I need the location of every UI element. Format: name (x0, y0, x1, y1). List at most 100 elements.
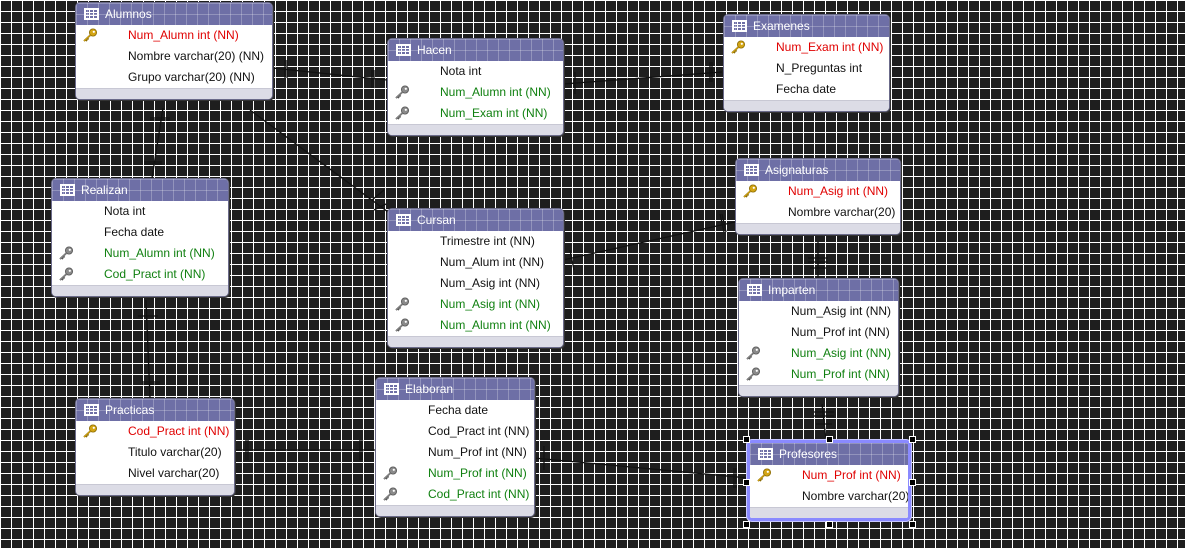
column-label: Cod_Pract int (NN) (104, 267, 206, 281)
column-row[interactable]: Titulo varchar(20) (76, 442, 234, 463)
column-row[interactable]: Num_Asig int (NN) (739, 343, 898, 364)
table-icon (758, 448, 773, 460)
column-row[interactable]: Num_Asig int (NN) (739, 301, 898, 322)
column-row[interactable]: Cod_Pract int (NN) (376, 484, 534, 505)
column-row[interactable]: Nombre varchar(20) (736, 202, 900, 223)
column-list: Num_Prof int (NN) Nombre varchar(20) (750, 465, 908, 507)
column-row[interactable]: Num_Alumn int (NN) (52, 243, 228, 264)
table-icon (747, 284, 762, 296)
entity-footer (750, 507, 908, 518)
column-row[interactable]: Num_Prof int (NN) (376, 463, 534, 484)
column-row[interactable]: Num_Alumn int (NN) (76, 25, 272, 46)
column-row[interactable]: N_Preguntas int (724, 58, 889, 79)
column-row[interactable]: Cod_Pract int (NN) (76, 421, 234, 442)
column-label: Num_Asig int (NN) (440, 276, 541, 290)
column-label: Num_Alumn int (NN) (128, 28, 239, 42)
entity-imparten[interactable]: Imparten Num_Asig int (NN)Num_Prof int (… (738, 278, 899, 397)
column-row[interactable]: Nivel varchar(20) (76, 463, 234, 484)
resize-handle-ne[interactable] (909, 436, 916, 443)
column-row[interactable]: Num_Prof int (NN) (739, 322, 898, 343)
entity-examenes[interactable]: Examenes Num_Exam int (NN) N_Preguntas in… (723, 14, 890, 112)
gray-key-icon (394, 297, 410, 311)
table-icon (84, 404, 99, 416)
entity-header[interactable]: Asignaturas (736, 159, 900, 181)
column-row[interactable]: Num_Asig int (NN) (736, 181, 900, 202)
gray-key-icon (394, 106, 410, 120)
column-row[interactable]: Num_Asig int (NN) (388, 273, 563, 294)
gold-key-icon (82, 424, 98, 438)
entity-asignaturas[interactable]: Asignaturas Num_Asig int (NN) Nombre varc… (735, 158, 901, 235)
column-row[interactable]: Num_Exam int (NN) (388, 103, 563, 124)
column-row[interactable]: Nombre varchar(20) (NN) (76, 46, 272, 67)
column-row[interactable]: Num_Prof int (NN) (750, 465, 908, 486)
entity-footer (736, 223, 900, 234)
column-label: N_Preguntas int (776, 61, 863, 75)
column-row[interactable]: Num_Prof int (NN) (376, 442, 534, 463)
column-row[interactable]: Nota int (52, 201, 228, 222)
column-row[interactable]: Num_Alumn int (NN) (388, 82, 563, 103)
column-row[interactable]: Trimestre int (NN) (388, 231, 563, 252)
gold-key-icon (82, 28, 98, 42)
column-row[interactable]: Cod_Pract int (NN) (376, 421, 534, 442)
resize-handle-sw[interactable] (743, 521, 750, 528)
column-row[interactable]: Cod_Pract int (NN) (52, 264, 228, 285)
column-row[interactable]: Num_Exam int (NN) (724, 37, 889, 58)
column-label: Num_Asig int (NN) (440, 297, 541, 311)
entity-footer (76, 484, 234, 495)
gray-key-icon (394, 85, 410, 99)
entity-profesores[interactable]: Profesores Num_Prof int (NN) Nombre varch… (747, 440, 911, 521)
entity-alumnos[interactable]: Alumnos Num_Alumn int (NN) Nombre varchar… (75, 2, 273, 100)
entity-header[interactable]: Cursan (388, 209, 563, 231)
resize-handle-se[interactable] (909, 521, 916, 528)
column-row[interactable]: Num_Alumn int (NN) (388, 315, 563, 336)
entity-header[interactable]: Alumnos (76, 3, 272, 25)
entity-footer (724, 100, 889, 111)
column-row[interactable]: Fecha date (376, 400, 534, 421)
column-label: Num_Asig int (NN) (791, 304, 892, 318)
column-row[interactable]: Nota int (388, 61, 563, 82)
column-row[interactable]: Nombre varchar(20) (750, 486, 908, 507)
entity-cursan[interactable]: Cursan Trimestre int (NN)Num_Alum int (N… (387, 208, 564, 348)
column-row[interactable]: Num_Prof int (NN) (739, 364, 898, 385)
rel-realizan-practicas (145, 299, 151, 399)
column-row[interactable]: Num_Alum int (NN) (388, 252, 563, 273)
table-icon (396, 44, 411, 56)
resize-handle-w[interactable] (743, 479, 750, 486)
column-row[interactable]: Fecha date (724, 79, 889, 100)
column-label: Cod_Pract int (NN) (428, 424, 530, 438)
column-label: Num_Asig int (NN) (788, 184, 889, 198)
column-label: Fecha date (428, 403, 489, 417)
column-label: Nota int (104, 204, 146, 218)
entity-header[interactable]: Practicas (76, 399, 234, 421)
entity-header[interactable]: Profesores (750, 443, 908, 465)
column-label: Nota int (440, 64, 482, 78)
column-list: Num_Alumn int (NN) Nombre varchar(20) (NN… (76, 25, 272, 88)
column-row[interactable]: Num_Asig int (NN) (388, 294, 563, 315)
entity-title: Imparten (768, 283, 816, 297)
column-list: Cod_Pract int (NN) Titulo varchar(20)Nive… (76, 421, 234, 484)
entity-header[interactable]: Realizan (52, 179, 228, 201)
column-label: Num_Prof int (NN) (802, 468, 901, 482)
column-list: Num_Asig int (NN) Nombre varchar(20) (736, 181, 900, 223)
resize-handle-n[interactable] (826, 436, 833, 443)
column-list: Num_Asig int (NN)Num_Prof int (NN)Num_As… (739, 301, 898, 385)
resize-handle-s[interactable] (826, 521, 833, 528)
rel-alumnos-hacen (271, 67, 388, 81)
entity-header[interactable]: Hacen (388, 39, 563, 61)
entity-header[interactable]: Examenes (724, 15, 889, 37)
column-label: Cod_Pract int (NN) (128, 424, 230, 438)
resize-handle-nw[interactable] (743, 436, 750, 443)
column-row[interactable]: Fecha date (52, 222, 228, 243)
entity-practicas[interactable]: Practicas Cod_Pract int (NN) Titulo varch… (75, 398, 235, 496)
entity-footer (76, 88, 272, 99)
entity-header[interactable]: Imparten (739, 279, 898, 301)
entity-header[interactable]: Elaboran (376, 378, 534, 400)
column-row[interactable]: Grupo varchar(20) (NN) (76, 67, 272, 88)
entity-title: Realizan (81, 183, 128, 197)
resize-handle-e[interactable] (909, 479, 916, 486)
